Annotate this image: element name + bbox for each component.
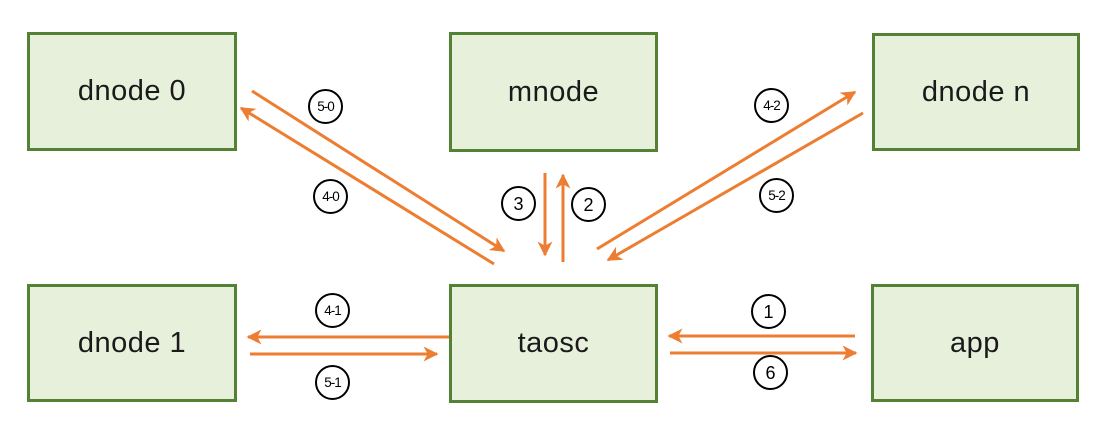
node-taosc-label: taosc (517, 327, 590, 359)
node-app: app (871, 284, 1079, 402)
edge-label-4-0: 4-0 (313, 179, 348, 214)
edge-label-2: 2 (571, 187, 606, 222)
node-dnode1-label: dnode 1 (77, 326, 187, 359)
arrow-taosc-to-dnode0 (239, 106, 495, 266)
node-dnode1: dnode 1 (27, 284, 237, 402)
node-dnoden-label: dnode n (921, 75, 1031, 108)
edge-label-6: 6 (753, 355, 788, 390)
arrow-dnode0-to-taosc (251, 89, 506, 253)
edge-label-5-2: 5-2 (759, 178, 794, 213)
edge-label-1: 1 (751, 294, 786, 329)
edge-label-5-1: 5-1 (315, 365, 350, 400)
node-dnoden: dnode n (872, 33, 1080, 151)
node-mnode: mnode (449, 32, 658, 152)
edge-label-4-2: 4-2 (754, 88, 789, 123)
node-dnode0-label: dnode 0 (77, 75, 187, 107)
edge-label-3: 3 (501, 186, 536, 221)
edge-label-5-0: 5-0 (308, 89, 343, 124)
arrow-taosc-to-dnoden (596, 90, 857, 251)
node-app-label: app (950, 326, 1000, 359)
node-mnode-label: mnode (507, 75, 600, 108)
node-dnode0: dnode 0 (27, 32, 237, 151)
edge-label-4-1: 4-1 (315, 293, 350, 328)
node-taosc: taosc (449, 284, 658, 403)
arrow-dnoden-to-taosc (606, 111, 864, 262)
